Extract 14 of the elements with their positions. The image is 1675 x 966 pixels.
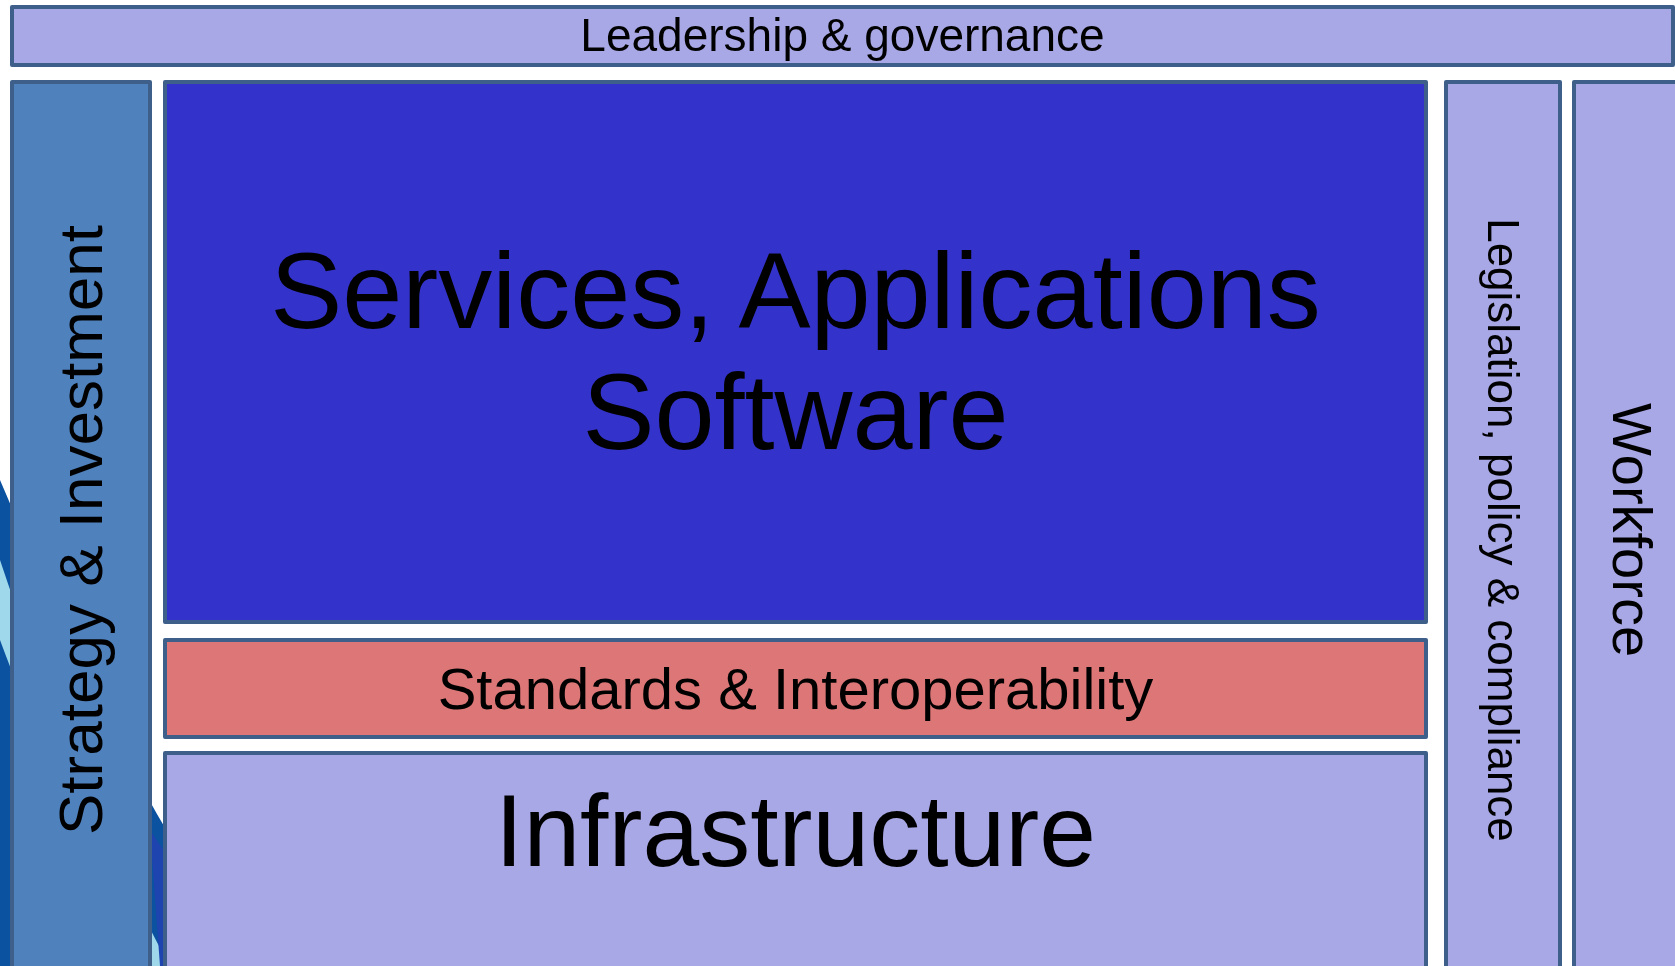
label-text: Strategy & Investment (46, 224, 116, 837)
layer-box (163, 751, 1428, 966)
label-text: Workforce (1600, 401, 1664, 660)
layer-box (163, 638, 1428, 739)
label-text: Standards & Interoperability (436, 656, 1155, 721)
vertical-band (1572, 80, 1675, 966)
vertical-band (10, 80, 152, 966)
label-text: Leadership & governance (579, 10, 1106, 62)
label-text: Services, Applications Software (269, 231, 1322, 473)
label-text: Infrastructure (494, 773, 1097, 889)
layer-box (163, 80, 1428, 624)
vertical-band (1444, 80, 1562, 966)
header-band (10, 5, 1675, 67)
label-text: Legislation, policy & compliance (1478, 217, 1528, 844)
